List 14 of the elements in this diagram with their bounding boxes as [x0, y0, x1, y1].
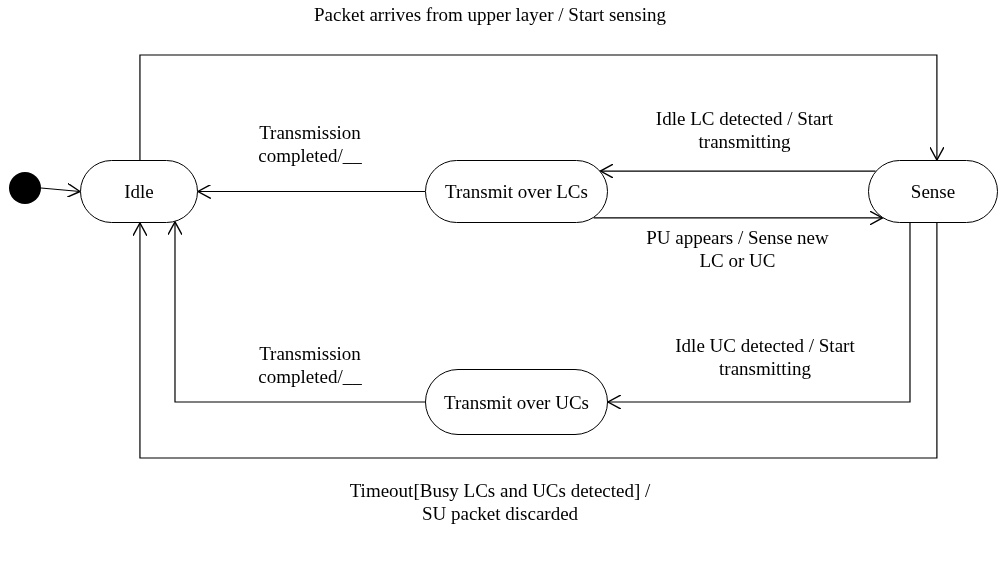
- state-name: Transmit over LCs: [445, 181, 588, 202]
- transition-arrow: [599, 163, 877, 179]
- state-name: Transmit over UCs: [444, 391, 589, 413]
- state-box: [425, 160, 608, 223]
- transition-arrow: [132, 222, 938, 459]
- state-name: Idle: [124, 181, 154, 202]
- transition-arrow: [40, 182, 81, 198]
- transition-arrow: [139, 54, 945, 161]
- transition-arrow: [607, 222, 911, 410]
- initial-state-dot: [9, 172, 41, 204]
- transition-arrow: [197, 183, 426, 200]
- transition-arrow: [593, 210, 884, 226]
- transition-arrow: [167, 221, 426, 403]
- state-name: Sense: [910, 181, 956, 202]
